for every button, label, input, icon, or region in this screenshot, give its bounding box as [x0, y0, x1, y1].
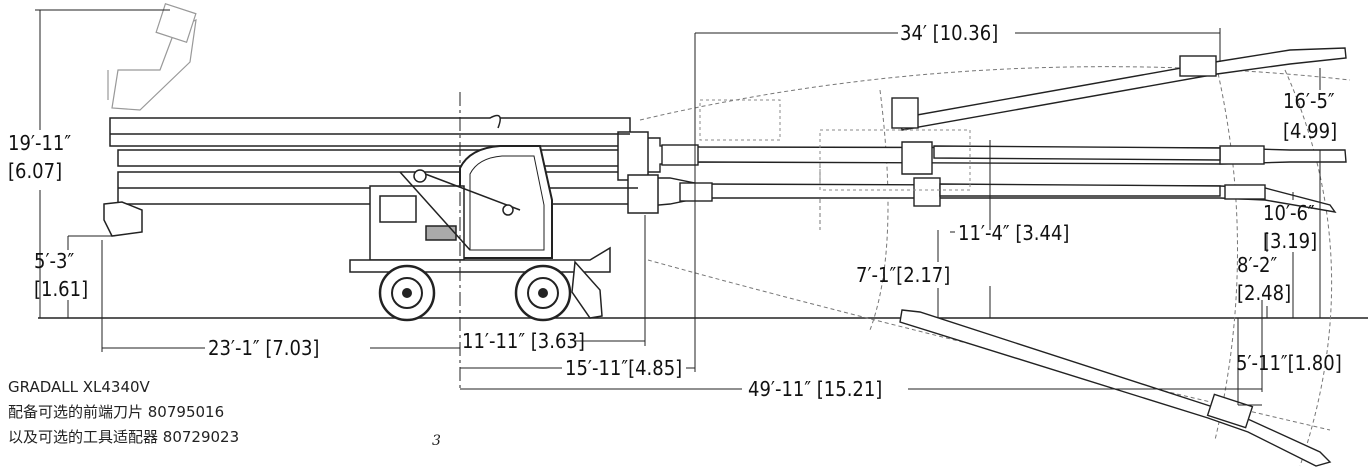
dim-boom-extension: 34′ [10.36]: [900, 21, 998, 45]
dim-boom-mid-height: 11′-4″ [3.44]: [958, 221, 1069, 245]
dimension-lines: [35, 9, 1321, 406]
dim-below-ground: 5′-11″[1.80]: [1236, 351, 1342, 375]
front-wheel: [514, 264, 572, 322]
dim-right-height-mid-m: [3.19]: [1263, 229, 1317, 253]
dim-right-height-top: 16′-5″: [1283, 89, 1335, 113]
dim-frame-height-m: [1.61]: [34, 277, 88, 301]
dim-right-height-mid: 10′-6″: [1263, 201, 1315, 225]
dim-boom-low-height: 7′-1″[2.17]: [856, 263, 950, 287]
machine-raised-boom-ghost: [107, 3, 197, 111]
machine-cab: [459, 145, 553, 259]
page-number: 3: [432, 433, 441, 449]
dim-overall-height: 19′-11″: [8, 131, 71, 155]
caption-blade-option: 配备可选的前端刀片 80795016: [8, 403, 225, 421]
dim-right-height-low-m: [2.48]: [1237, 281, 1291, 305]
boom-position-raised: [891, 47, 1347, 131]
dim-overall-height-m: [6.07]: [8, 159, 62, 183]
attachment-outline: [699, 99, 971, 191]
dim-frame-height: 5′-3″: [34, 249, 74, 273]
dim-reach-short: 11′-11″ [3.63]: [462, 329, 585, 353]
dim-right-height-low: 8′-2″: [1237, 253, 1277, 277]
rear-bucket: [103, 201, 143, 237]
caption-model: GRADALL XL4340V: [8, 378, 150, 396]
rear-wheel: [378, 264, 436, 322]
dim-reach-full: 49′-11″ [15.21]: [748, 377, 882, 401]
dim-right-height-top-m: [4.99]: [1283, 119, 1337, 143]
front-blade: [571, 260, 603, 319]
boom-position-lower: [647, 177, 1337, 213]
boom-position-dig: [899, 309, 1332, 467]
dim-reach-mid: 15′-11″[4.85]: [565, 356, 682, 380]
dim-rear-length: 23′-1″ [7.03]: [208, 336, 319, 360]
caption-tool-adapter-option: 以及可选的工具适配器 80729023: [8, 428, 240, 446]
